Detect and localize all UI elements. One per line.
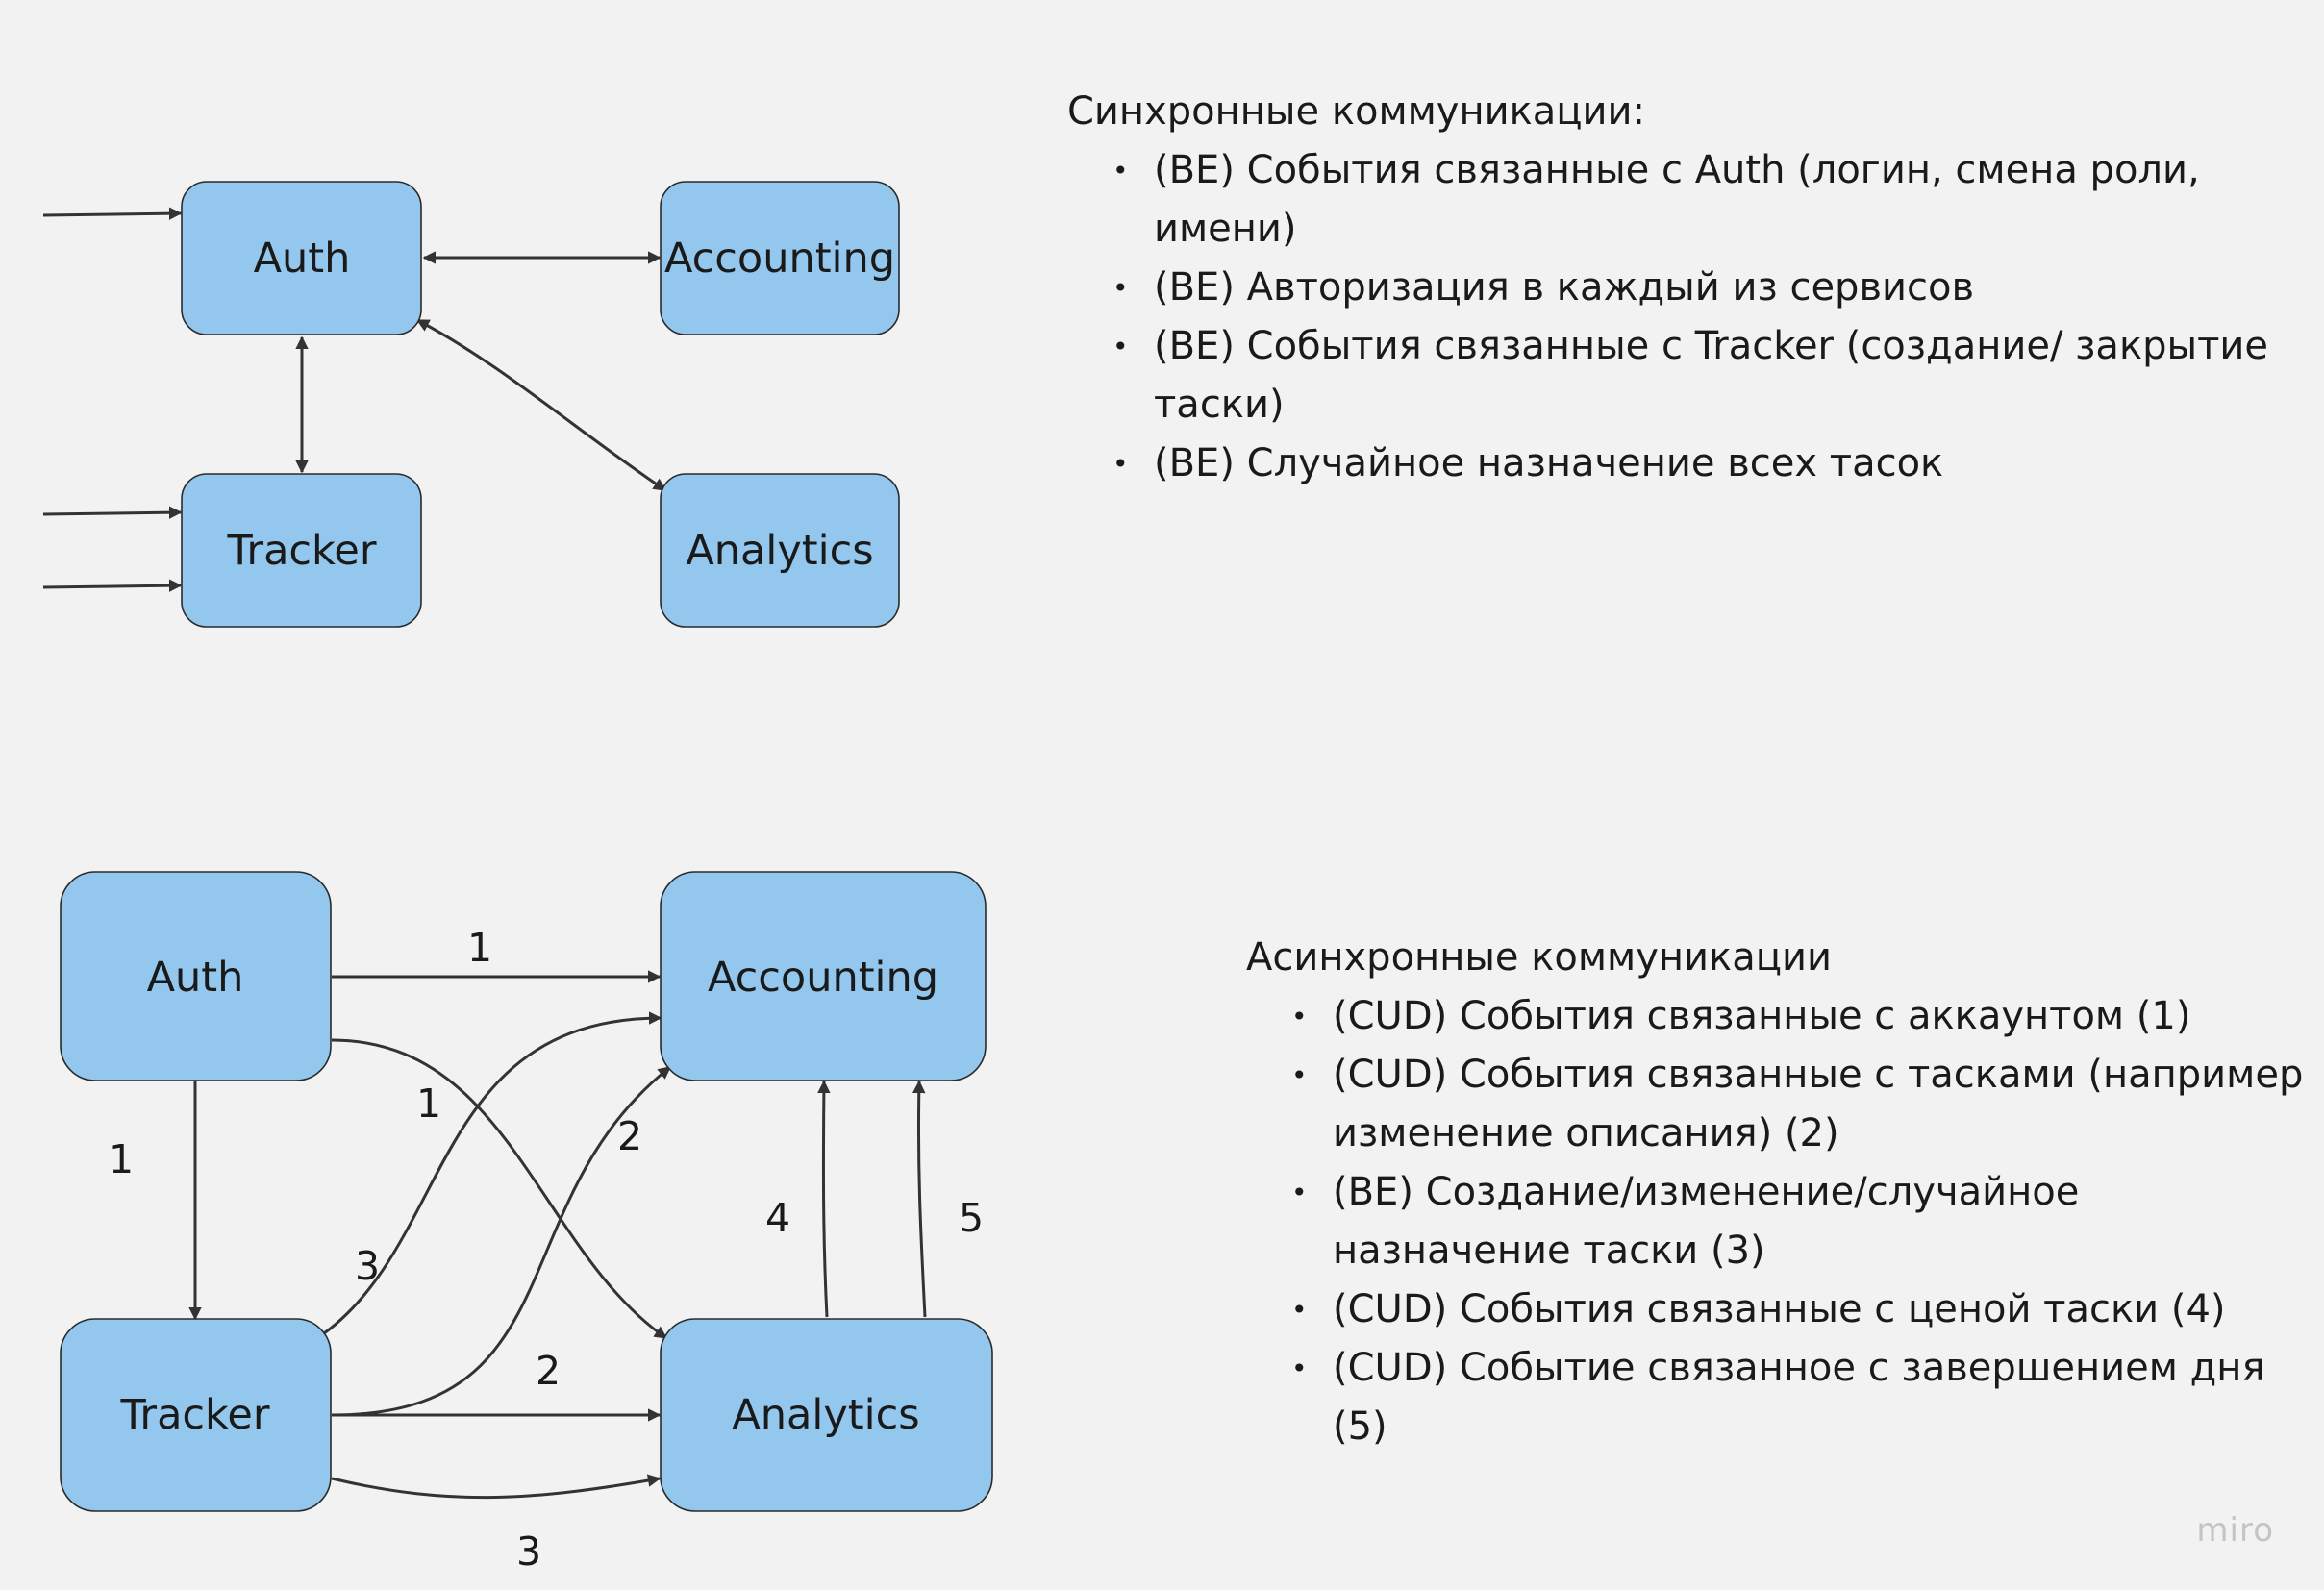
async-notes-title: Асинхронные коммуникации <box>1246 935 1832 980</box>
async-notes: Асинхронные коммуникации (CUD) События с… <box>1246 929 2304 1456</box>
edge-label-auth-accounting: 1 <box>467 925 492 971</box>
async-edge-tracker-accounting-2 <box>331 1065 672 1417</box>
async-edge-analytics-accounting-4 <box>817 1080 831 1318</box>
sync-node-auth-label: Auth <box>254 235 351 283</box>
list-item: (CUD) Событие связанное с завершением дн… <box>1291 1339 2304 1456</box>
sync-edge-auth-analytics <box>415 318 667 492</box>
sync-diagram: Auth Accounting Tracker Analytics <box>42 181 900 628</box>
async-node-tracker-label: Tracker <box>119 1391 269 1439</box>
edge-label-auth-tracker: 1 <box>109 1136 134 1182</box>
list-item: (CUD) События связанные с ценой таски (4… <box>1291 1280 2304 1339</box>
async-edge-tracker-accounting-3 <box>323 1011 662 1335</box>
sync-node-accounting: Accounting <box>660 181 900 335</box>
async-node-auth-label: Auth <box>147 954 244 1002</box>
sync-edge-external-tracker-2 <box>42 579 183 592</box>
sync-node-tracker-label: Tracker <box>226 527 376 575</box>
edge-label-tracker-analytics: 2 <box>536 1348 561 1394</box>
async-edge-analytics-accounting-5 <box>912 1080 927 1318</box>
list-item: (BE) Создание/изменение/случайное назнач… <box>1291 1163 2304 1280</box>
async-edge-tracker-analytics-lower <box>331 1474 662 1500</box>
async-notes-list: (CUD) События связанные с аккаунтом (1) … <box>1246 987 2304 1456</box>
list-item: (CUD) События связанные с аккаунтом (1) <box>1291 987 2304 1046</box>
list-item: (BE) События связанные с Tracker (создан… <box>1112 317 2279 435</box>
async-edge-auth-analytics <box>331 1038 668 1340</box>
edge-label-analytics-accounting-4: 4 <box>765 1195 790 1241</box>
async-node-analytics-label: Analytics <box>732 1391 919 1439</box>
list-item: (CUD) События связанные с тасками (напри… <box>1291 1046 2304 1163</box>
list-item: (BE) События связанные с Auth (логин, см… <box>1112 141 2279 259</box>
miro-watermark: miro <box>2196 1511 2274 1550</box>
async-node-analytics: Analytics <box>660 1318 993 1512</box>
sync-node-tracker: Tracker <box>181 473 422 628</box>
async-node-tracker: Tracker <box>60 1318 332 1512</box>
sync-node-accounting-label: Accounting <box>664 235 895 283</box>
async-node-accounting: Accounting <box>660 871 987 1081</box>
edge-label-auth-analytics: 1 <box>416 1081 441 1127</box>
sync-edge-external-auth <box>42 207 183 220</box>
sync-node-auth: Auth <box>181 181 422 335</box>
sync-notes: Синхронные коммуникации: (BE) События св… <box>1067 83 2279 493</box>
edge-label-analytics-accounting-5: 5 <box>959 1195 984 1241</box>
edge-label-tracker-accounting-2: 2 <box>617 1113 642 1159</box>
sync-notes-list: (BE) События связанные с Auth (логин, см… <box>1067 141 2279 493</box>
sync-notes-title: Синхронные коммуникации: <box>1067 89 1645 134</box>
edge-label-tracker-accounting-3: 3 <box>355 1243 380 1289</box>
async-node-accounting-label: Accounting <box>708 954 938 1002</box>
list-item: (BE) Случайное назначение всех тасок <box>1112 435 2279 493</box>
sync-edge-external-tracker-1 <box>42 506 183 519</box>
async-diagram: Auth Accounting Tracker Analytics 1 1 1 … <box>60 871 993 1575</box>
async-node-auth: Auth <box>60 871 332 1081</box>
sync-node-analytics-label: Analytics <box>686 527 873 575</box>
list-item: (BE) Авторизация в каждый из сервисов <box>1112 259 2279 317</box>
sync-node-analytics: Analytics <box>660 473 900 628</box>
edge-label-tracker-analytics-lower: 3 <box>516 1528 541 1575</box>
